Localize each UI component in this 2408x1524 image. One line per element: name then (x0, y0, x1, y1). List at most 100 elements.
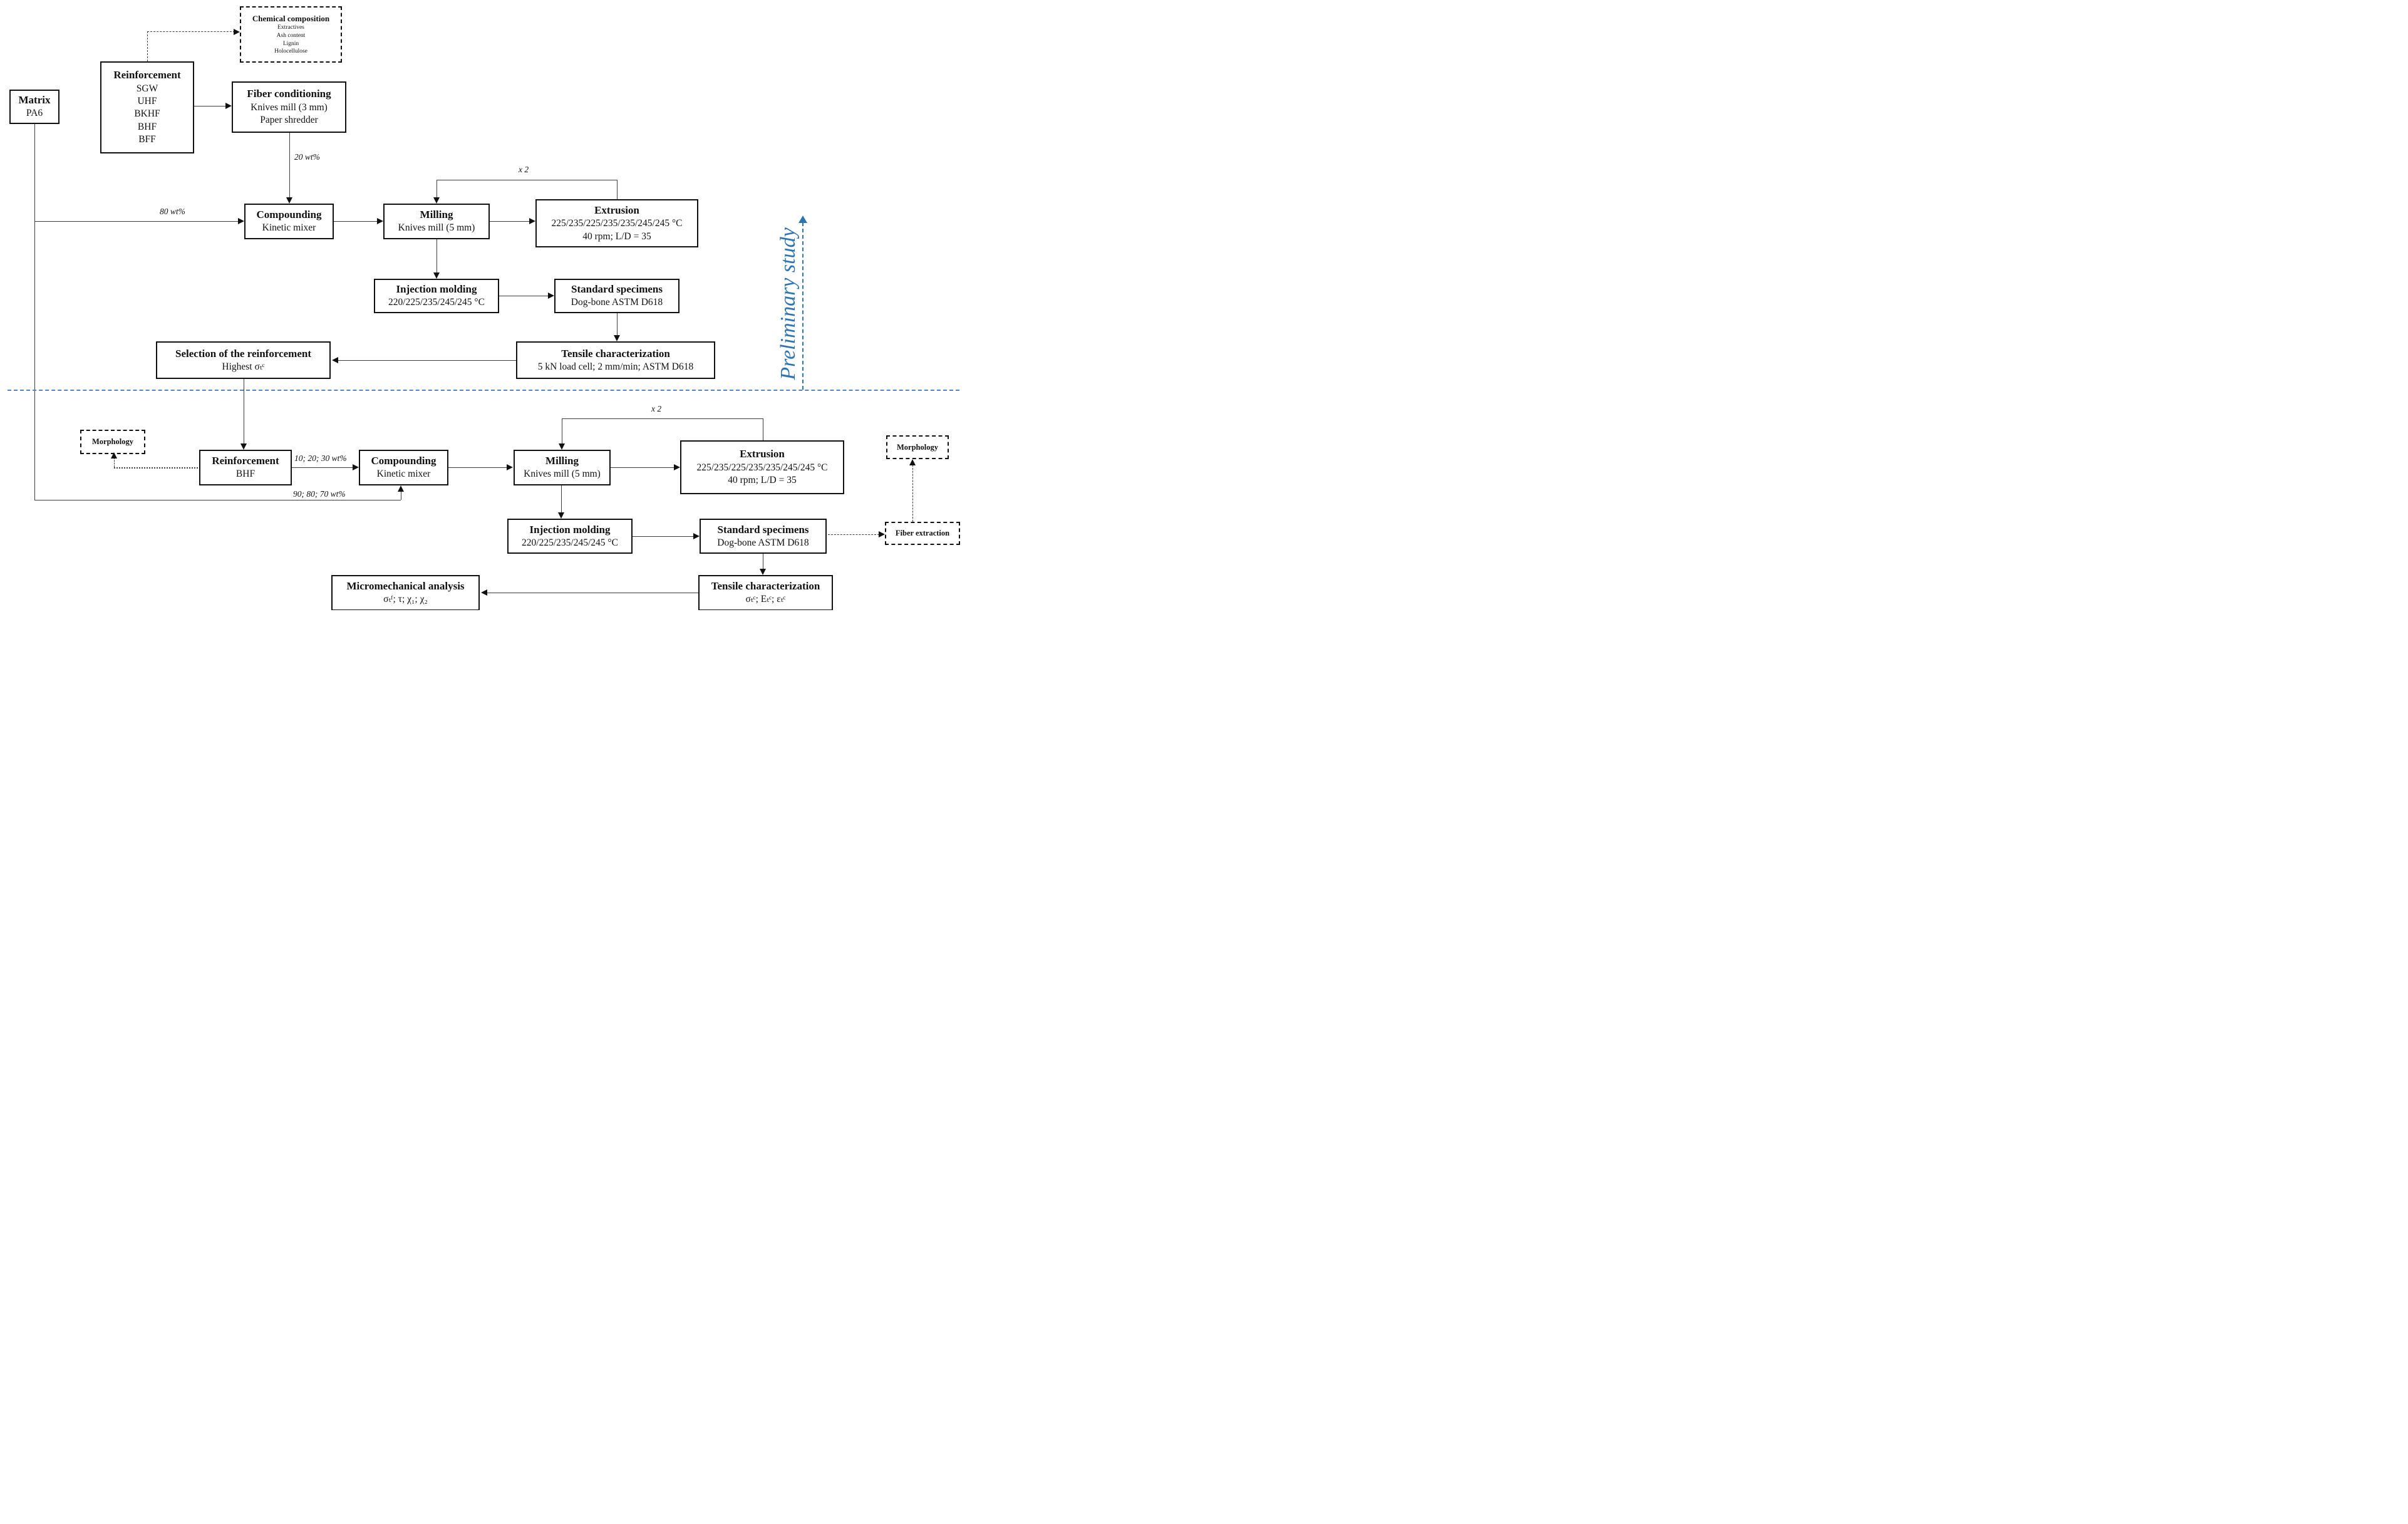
process-flow-diagram: Chemical composition Extractives Ash con… (0, 0, 964, 610)
extrusion2-line1: 225/235/225/235/235/245/245 °C (696, 462, 828, 473)
extrusion-line1: 225/235/225/235/235/245/245 °C (551, 218, 683, 229)
arrowhead-into-compounding-left (238, 218, 244, 224)
label-20wt: 20 wt% (294, 152, 320, 162)
reinforcement-item-bkhf: BKHF (134, 108, 160, 120)
morphology-right-title: Morphology (897, 442, 938, 452)
arrow-milling2-to-injection2 (561, 485, 562, 514)
compounding-line1: Kinetic mixer (262, 222, 316, 234)
morphology-right-box: Morphology (886, 435, 949, 459)
arrowhead-into-extrusion2 (674, 464, 680, 470)
chemical-item-extractives: Extractives (277, 24, 304, 31)
line-matrix-down (34, 124, 35, 500)
reinforcement-item-bff: BFF (138, 134, 156, 145)
morphology-left-box: Morphology (80, 430, 145, 454)
extrusion-box: Extrusion 225/235/225/235/235/245/245 °C… (535, 199, 698, 247)
selection-reinforcement-box: Selection of the reinforcement Highest σ… (156, 341, 331, 379)
reinforcement-bhf-box: Reinforcement BHF (199, 450, 292, 485)
reinforcement-bhf-line1: BHF (235, 469, 256, 480)
compounding2-line1: Kinetic mixer (376, 469, 431, 480)
compounding-title: Compounding (256, 209, 322, 221)
tensile-characterization-line1: 5 kN load cell; 2 mm/min; ASTM D618 (537, 361, 694, 372)
selection-reinforcement-title: Selection of the reinforcement (175, 347, 311, 360)
reinforcement-item-bhf: BHF (137, 121, 157, 132)
injection-molding2-line1: 220/225/235/245/245 °C (522, 537, 618, 548)
milling-line1: Knives mill (5 mm) (398, 222, 475, 234)
preliminary-study-arrow (802, 222, 804, 390)
preliminary-study-label: Preliminary study (777, 227, 800, 380)
reinforcement-title: Reinforcement (113, 69, 181, 81)
arrowhead-into-specimens2 (693, 533, 700, 539)
arrow-reinforcement2-to-compounding2 (292, 467, 353, 468)
arrowhead-into-fiber (225, 103, 232, 109)
injection-molding2-box: Injection molding 220/225/235/245/245 °C (507, 519, 633, 554)
connector-specimens2-to-fiber-extraction (828, 534, 879, 535)
standard-specimens2-box: Standard specimens Dog-bone ASTM D618 (700, 519, 827, 554)
reinforcement-box: Reinforcement SGW UHF BKHF BHF BFF (100, 61, 194, 153)
fiber-extraction-title: Fiber extraction (895, 529, 950, 538)
fiber-extraction-box: Fiber extraction (885, 522, 960, 545)
arrow-fiber-to-compounding (289, 133, 290, 199)
label-80wt: 80 wt% (160, 207, 185, 216)
selection-reinforcement-line1: Highest σₜᶜ (222, 361, 265, 372)
arrowhead-into-compounding-top (286, 197, 292, 204)
milling2-title: Milling (545, 455, 579, 467)
arrowhead-into-injection-top (433, 272, 440, 279)
arrowhead-preliminary-study (798, 215, 807, 223)
milling-box: Milling Knives mill (5 mm) (383, 204, 490, 239)
extrusion2-line2: 40 rpm; L/D = 35 (728, 475, 797, 486)
arrowhead-into-milling (377, 218, 383, 224)
injection-molding-box: Injection molding 220/225/235/245/245 °C (374, 279, 499, 313)
compounding2-box: Compounding Kinetic mixer (359, 450, 448, 485)
tensile-characterization2-title: Tensile characterization (711, 580, 820, 593)
extrusion2-title: Extrusion (740, 448, 785, 460)
arrowhead-into-fiber-extraction (879, 531, 885, 537)
arrow-tensile-to-selection (338, 360, 516, 361)
standard-specimens2-line1: Dog-bone ASTM D618 (717, 537, 809, 548)
injection-molding-line1: 220/225/235/245/245 °C (388, 297, 485, 308)
arrowhead-loop2-into-milling2-top (559, 443, 565, 450)
arrow-milling2-to-extrusion2 (611, 467, 674, 468)
label-x2-bottom: x 2 (651, 404, 662, 413)
connector-reinforcement-to-chemical-horizontal (147, 31, 235, 32)
standard-specimens2-title: Standard specimens (717, 523, 809, 536)
extrusion-line2: 40 rpm; L/D = 35 (582, 231, 651, 242)
fiber-conditioning-line1: Knives mill (3 mm) (251, 101, 328, 113)
connector-reinforcement2-to-morphology-vertical (114, 457, 115, 467)
milling-title: Milling (420, 209, 453, 221)
label-10-20-30wt: 10; 20; 30 wt% (294, 454, 347, 463)
micromechanical-analysis-box: Micromechanical analysis σₜᶠ; τ; χ₁; χ₂ (331, 575, 480, 610)
arrow-injection2-to-specimens2 (633, 536, 695, 537)
tensile-characterization-box: Tensile characterization 5 kN load cell;… (516, 341, 715, 379)
arrowhead-into-tensile-top (614, 335, 620, 341)
arrowhead-loop-into-milling-top (433, 197, 440, 204)
arrowhead-into-selection-right (332, 357, 338, 363)
arrowhead-into-micromechanical-right (481, 589, 487, 596)
tensile-characterization2-box: Tensile characterization σₜᶜ; Eₜᶜ; εₜᶜ (698, 575, 833, 610)
arrowhead-into-compounding2-left (353, 464, 359, 470)
label-90-80-70wt: 90; 80; 70 wt% (293, 489, 346, 499)
extrusion2-box: Extrusion 225/235/225/235/235/245/245 °C… (680, 440, 844, 494)
arrowhead-into-specimens (548, 293, 554, 299)
micromechanical-analysis-title: Micromechanical analysis (346, 580, 465, 593)
arrow-milling-to-extrusion (490, 221, 530, 222)
loop-x2-right-vertical (617, 180, 618, 199)
preliminary-divider-line (8, 390, 959, 391)
arrowhead-into-extrusion (529, 218, 535, 224)
matrix-box: Matrix PA6 (9, 90, 59, 124)
reinforcement-item-sgw: SGW (136, 83, 158, 94)
arrow-compounding2-to-milling2 (448, 467, 507, 468)
standard-specimens-box: Standard specimens Dog-bone ASTM D618 (554, 279, 680, 313)
arrowhead-into-morphology-left (111, 452, 117, 459)
fiber-conditioning-title: Fiber conditioning (247, 88, 331, 100)
chemical-item-lignin: Lignin (282, 40, 299, 47)
morphology-left-title: Morphology (92, 437, 133, 447)
label-x2-top: x 2 (519, 165, 529, 174)
arrow-specimens-to-tensile (617, 313, 618, 336)
matrix-title: Matrix (18, 94, 51, 106)
micromechanical-analysis-line1: σₜᶠ; τ; χ₁; χ₂ (383, 594, 428, 605)
fiber-conditioning-box: Fiber conditioning Knives mill (3 mm) Pa… (232, 81, 346, 133)
standard-specimens-line1: Dog-bone ASTM D618 (571, 297, 663, 308)
compounding2-title: Compounding (371, 455, 437, 467)
arrowhead-into-compounding2-bottom (398, 485, 404, 492)
milling2-line1: Knives mill (5 mm) (524, 469, 601, 480)
